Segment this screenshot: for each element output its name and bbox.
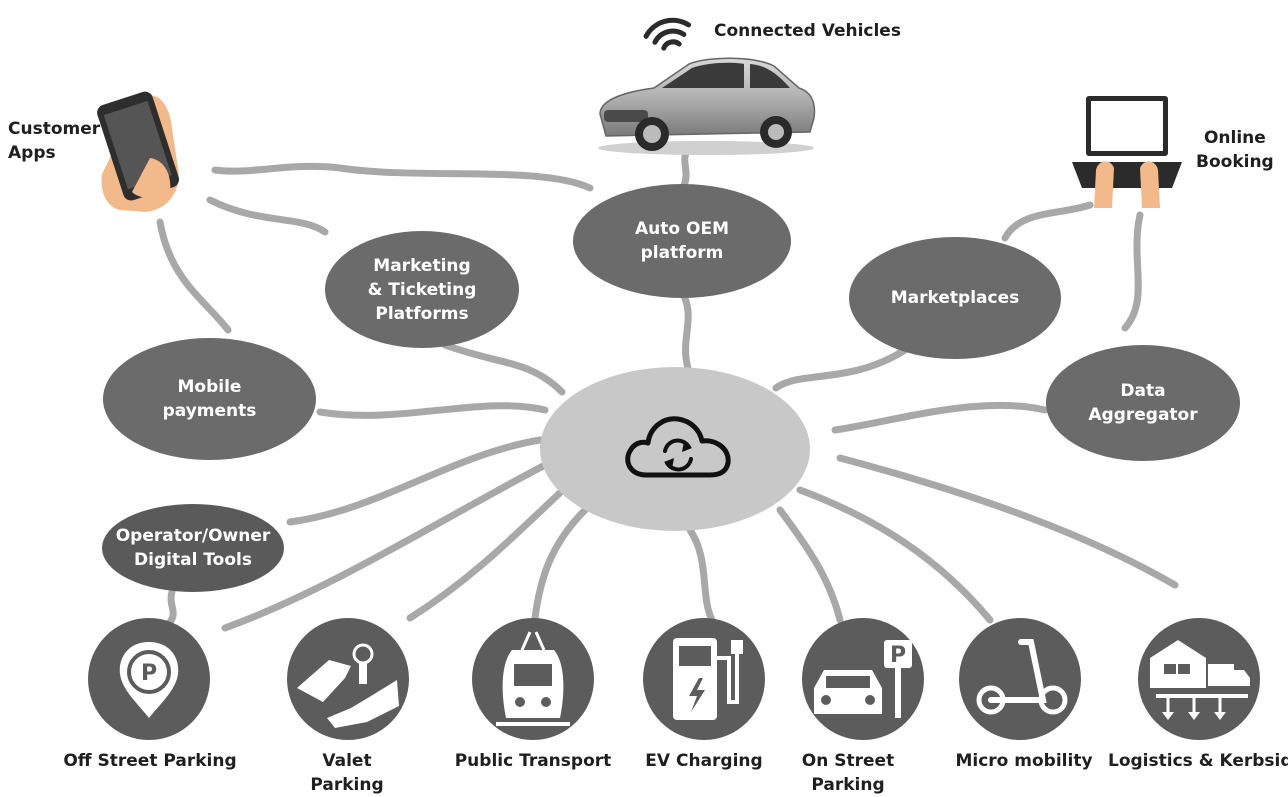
- customer-apps-label: Customer Apps: [8, 119, 101, 163]
- operator-owner-tools-node: Operator/Owner Digital Tools: [102, 504, 284, 592]
- key-handover-icon: [297, 643, 399, 728]
- on-street-parking-circle: P: [802, 618, 924, 740]
- connector-hub-auto-oem: [680, 292, 692, 372]
- valet-parking-circle: [287, 618, 409, 740]
- connector-hub-data: [831, 401, 1049, 434]
- auto-oem-platform-node: Auto OEM platform: [573, 184, 791, 298]
- off-street-parking-label: Off Street Parking: [63, 751, 237, 771]
- connector-marketplaces-booking: [1001, 201, 1094, 242]
- connector-hub-micro: [796, 486, 994, 624]
- svg-text:P: P: [141, 661, 157, 686]
- micro-mobility-label: Micro mobility: [955, 751, 1093, 771]
- car-parking-sign-icon: P: [814, 640, 912, 718]
- valet-parking-label: Valet Parking: [310, 751, 384, 795]
- connector-auto-oem-apps: [211, 162, 594, 192]
- connector-hub-marketing: [441, 341, 566, 396]
- data-aggregator-node: Data Aggregator: [1046, 345, 1240, 461]
- marketplaces-label: Marketplaces: [890, 288, 1020, 308]
- train-icon: [496, 631, 570, 726]
- connector-hub-transport: [531, 506, 589, 622]
- public-transport-label: Public Transport: [454, 751, 612, 771]
- logistics-kerbside-label: Logistics & Kerbside: [1108, 751, 1288, 771]
- connector-hub-logistics: [836, 454, 1179, 589]
- connector-hub-mobile: [316, 402, 549, 419]
- operator-owner-tools-label: Operator/Owner Digital Tools: [115, 526, 271, 570]
- connector-mobile-apps: [156, 218, 232, 334]
- marketing-ticketing-label: Marketing & Ticketing Platforms: [367, 255, 477, 324]
- ev-charging-label: EV Charging: [645, 751, 763, 771]
- connector-hub-operator: [286, 436, 544, 526]
- sedan-car-icon: [598, 57, 816, 155]
- cloud-hub: [540, 367, 810, 531]
- connector-hub-offstreet: [221, 461, 549, 632]
- data-aggregator-label: Data Aggregator: [1088, 381, 1198, 425]
- cloud-sync-icon: [625, 416, 731, 478]
- laptop-typing-icon: [1072, 96, 1182, 208]
- logistics-kerbside-circle: [1138, 618, 1260, 740]
- mobile-payments-node: Mobile payments: [103, 338, 316, 460]
- connector-hub-marketplaces: [772, 346, 909, 392]
- connector-hub-valet: [406, 484, 569, 622]
- svg-text:P: P: [890, 643, 906, 668]
- auto-oem-platform-label: Auto OEM platform: [635, 219, 729, 263]
- connector-hub-onstreet: [776, 506, 844, 624]
- ev-charger-icon: [673, 638, 743, 720]
- scooter-icon: [976, 639, 1068, 715]
- warehouse-truck-icon: [1150, 640, 1250, 720]
- connector-hub-ev: [686, 526, 716, 624]
- micro-mobility-circle: [959, 618, 1081, 740]
- connected-vehicles-label: Connected Vehicles: [714, 21, 901, 41]
- connector-marketing-apps: [206, 196, 329, 236]
- marketing-ticketing-node: Marketing & Ticketing Platforms: [325, 231, 519, 348]
- parking-pin-icon: P: [119, 642, 179, 718]
- marketplaces-node: Marketplaces: [849, 237, 1061, 359]
- wifi-signal-icon: [643, 17, 692, 51]
- online-booking-label: Online Booking: [1196, 128, 1274, 172]
- connector-data-booking: [1121, 211, 1144, 332]
- on-street-parking-label: On Street Parking: [801, 751, 895, 795]
- public-transport-circle: [472, 618, 594, 740]
- off-street-parking-circle: P: [88, 618, 210, 740]
- connector-operator-offstreet: [166, 588, 177, 626]
- smartphone-hand-icon: [97, 91, 180, 212]
- mobile-payments-label: Mobile payments: [162, 377, 257, 421]
- ev-charging-circle: [643, 618, 765, 740]
